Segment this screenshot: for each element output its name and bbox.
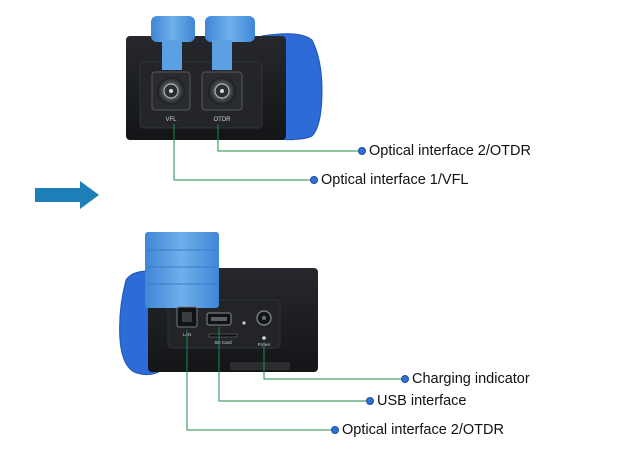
bottom-device-foot [230,362,290,370]
otdr-port[interactable] [201,71,243,111]
usb-leader-line [218,327,369,402]
bottom-device: LAN SD Card Power [119,232,318,376]
usb-callout-dot [366,397,374,405]
sd-card-slot[interactable] [208,333,238,338]
usb-port[interactable] [206,312,232,326]
status-led [242,321,246,325]
lan-leader-line [186,330,334,431]
vfl-port-label: VFL [165,117,177,123]
power-jack[interactable] [256,310,272,326]
vfl-cap-strap [162,40,182,70]
otdr-cap-strap [212,40,232,70]
charging-callout-label: Charging indicator [412,371,530,387]
otdr-callout-dot [358,147,366,155]
lan-callout-label: Optical interface 2/OTDR [342,422,504,438]
vfl-leader-line [173,124,313,181]
otdr-port-label: OTDR [214,117,232,123]
charging-callout-dot [401,375,409,383]
vfl-callout-dot [310,176,318,184]
otdr-dust-cap [205,16,255,42]
bottom-dust-cap [145,232,219,308]
lan-port[interactable] [176,306,198,328]
vfl-dust-cap [151,16,195,42]
right-arrow-icon [35,181,99,209]
otdr-callout-label: Optical interface 2/OTDR [369,143,531,159]
vfl-callout-label: Optical interface 1/VFL [321,172,469,188]
top-device: VFL OTDR [126,16,323,141]
vfl-port[interactable] [151,71,191,111]
sd-card-label: SD Card [214,340,232,345]
lan-callout-dot [331,426,339,434]
charging-indicator-light [262,336,266,340]
charging-leader-line [263,342,404,380]
usb-callout-label: USB interface [377,393,467,409]
otdr-leader-line [217,124,361,152]
